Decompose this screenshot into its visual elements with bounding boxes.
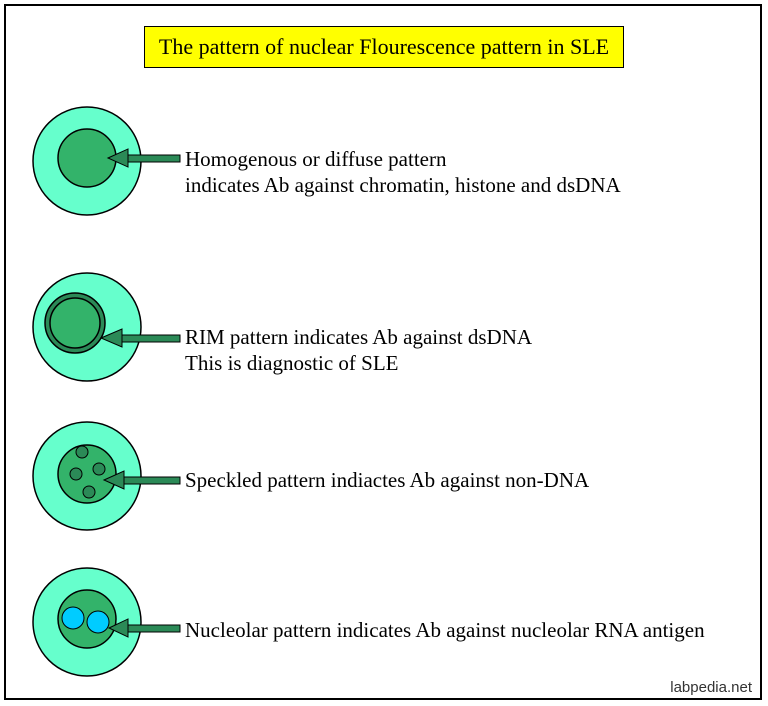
arrow-homogenous — [106, 148, 181, 168]
speckle-dot — [69, 467, 83, 481]
cell-nucleus — [57, 444, 117, 504]
arrow-speckled — [102, 470, 181, 490]
caption-line: Homogenous or diffuse pattern — [185, 147, 447, 171]
caption-line: indicates Ab against chromatin, histone … — [185, 173, 621, 197]
speckle-dot — [75, 445, 89, 459]
speckle-dot — [82, 485, 96, 499]
caption-line: Nucleolar pattern indicates Ab against n… — [185, 618, 705, 642]
figure-title: The pattern of nuclear Flourescence patt… — [144, 26, 624, 68]
caption-speckled: Speckled pattern indiactes Ab against no… — [185, 467, 589, 493]
cell-nucleolar — [32, 567, 181, 677]
speckle-dot — [92, 462, 106, 476]
arrow-rim — [99, 328, 181, 348]
arrow-nucleolar — [107, 618, 181, 638]
nucleolus-dot — [86, 610, 110, 634]
caption-line: Speckled pattern indiactes Ab against no… — [185, 468, 590, 492]
caption-line: This is diagnostic of SLE — [185, 351, 399, 375]
caption-rim: RIM pattern indicates Ab against dsDNA T… — [185, 324, 532, 376]
watermark: labpedia.net — [670, 679, 752, 696]
cell-homogenous — [32, 106, 181, 216]
cell-speckled — [32, 421, 181, 531]
nucleolus-dot — [61, 606, 85, 630]
cell-rim — [32, 272, 181, 382]
caption-homogenous: Homogenous or diffuse pattern indicates … — [185, 146, 621, 198]
caption-line: RIM pattern indicates Ab against dsDNA — [185, 325, 533, 349]
cell-nucleus-inner — [49, 297, 101, 349]
caption-nucleolar: Nucleolar pattern indicates Ab against n… — [185, 617, 705, 643]
